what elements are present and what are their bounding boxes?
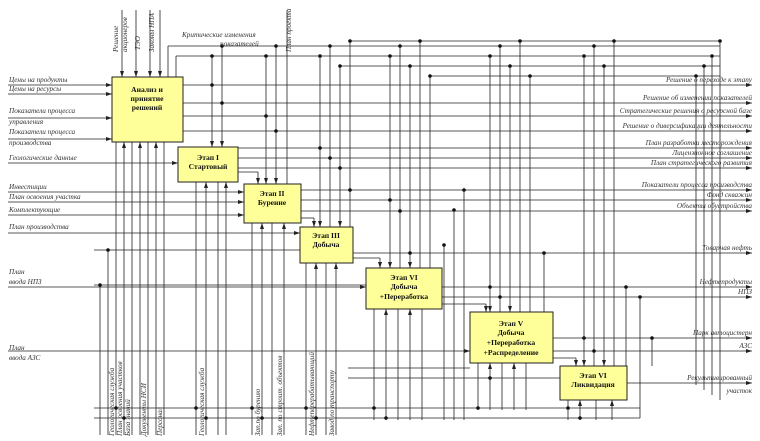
input-investments: Инвестиции — [8, 183, 47, 191]
input-npz-1: План — [8, 268, 25, 276]
input-geo-data: Геологические данные — [8, 154, 77, 162]
block-stage-5[interactable] — [469, 311, 554, 364]
stage5-line2: Добыча — [498, 328, 525, 337]
mech-10: Завод по транспорту — [328, 369, 336, 436]
block-stage-2[interactable] — [243, 183, 302, 224]
stage5-line4: +Распределение — [484, 348, 540, 357]
block-stage-1[interactable] — [177, 146, 239, 183]
input-site-plan: План освоения участка — [8, 193, 81, 201]
stage5-line1: Этап V — [499, 319, 524, 328]
output-change-indicators: Решение об изменении показателей — [642, 94, 752, 102]
output-recultivated-2: участок — [725, 387, 752, 395]
output-strategic-resource: Стратегические решения о ресурсной базе — [620, 107, 753, 115]
control-decision-2: акционеров — [121, 17, 129, 52]
input-process-mgmt-2: управления — [8, 118, 44, 126]
input-process-prod-2: производства — [9, 139, 52, 147]
output-prod-indicators: Показатели процесса производства — [641, 181, 753, 189]
output-npz: НПЗ — [737, 288, 752, 296]
mech-9: Нефтеперерабатывающий — [308, 352, 316, 437]
input-prices-resources: Цены на ресурсы — [8, 85, 61, 93]
input-prices-products: Цены на продукты — [8, 76, 67, 84]
input-azs-1: План — [8, 344, 25, 352]
control-critical-2: показателей — [220, 40, 259, 48]
output-deposit-plan: План разработки месторождения — [645, 139, 753, 147]
output-fleet: Парк автоцистерн — [692, 329, 752, 337]
block-stage-6[interactable] — [559, 365, 628, 401]
output-next-stage: Решение о переходе к этапу — [665, 76, 753, 84]
mech-6: Геологическая служба — [198, 367, 206, 437]
mech-8: Зап. по строит. объектов — [276, 356, 284, 436]
stage2-line1: Этап II — [260, 189, 285, 198]
control-critical-1: Критические изменения — [181, 31, 256, 39]
mech-1: Геологическая служба — [108, 367, 116, 437]
stage6-line2: Ликвидация — [571, 380, 614, 389]
mech-7: Зап.по бурению — [254, 389, 262, 436]
stage4-line1: Этап VI — [390, 273, 417, 282]
output-products: Нефтепродукты — [699, 278, 752, 286]
mech-3: База знаний — [124, 399, 132, 437]
stage6-line1: Этап VI — [579, 371, 606, 380]
output-recultivated-1: Рекультивированный — [686, 374, 752, 382]
stage1-line1: Этап I — [197, 153, 219, 162]
input-process-prod-1: Показатели процесса — [8, 128, 76, 136]
control-npa: Законы НПА — [148, 13, 156, 52]
input-production-plan: План производства — [8, 223, 69, 231]
stage3-line1: Этап III — [312, 231, 340, 240]
stage4-line3: +Переработка — [380, 292, 429, 301]
stage1-line2: Стартовый — [189, 162, 228, 171]
mech-4: Документы НСИ — [140, 382, 148, 437]
control-decision-1: Решение — [112, 25, 120, 53]
analysis-line2: принятие — [131, 94, 165, 103]
mech-2: План освоения участков — [116, 361, 124, 437]
output-strategic-plan: План стратегического развития — [650, 159, 753, 167]
block-analysis[interactable] — [111, 76, 184, 143]
junction-dots — [98, 39, 722, 420]
control-project-plan: План проекта — [285, 8, 293, 53]
output-azs: АЗС — [738, 342, 752, 350]
stage4-line2: Добыча — [391, 282, 418, 291]
input-npz-2: ввода НПЗ — [9, 278, 42, 286]
output-license: Лицензионное соглашение — [671, 149, 753, 157]
stage2-line2: Бурение — [258, 198, 287, 207]
control-tgo: ТЭО — [134, 35, 142, 50]
block-stage-3[interactable] — [299, 226, 354, 264]
output-diversification: Решение о диверсификации деятельности — [622, 122, 753, 130]
block-stage-4[interactable] — [365, 267, 443, 310]
stage3-line2: Добыча — [313, 240, 340, 249]
analysis-line3: решений — [132, 103, 163, 112]
input-components: Комплектующие — [8, 206, 61, 214]
analysis-line1: Анализ и — [131, 85, 163, 94]
input-process-mgmt-1: Показатели процесса — [8, 107, 76, 115]
input-azs-2: ввода АЗС — [9, 354, 41, 362]
stage5-line3: +Переработка — [487, 338, 536, 347]
output-infrastructure: Объекты обустройства — [677, 202, 752, 210]
output-oil: Товарная нефть — [702, 244, 753, 252]
arrowheads — [106, 71, 752, 406]
mech-5: Персонал — [156, 407, 164, 437]
output-well-fund: Фонд скважин — [707, 191, 753, 199]
